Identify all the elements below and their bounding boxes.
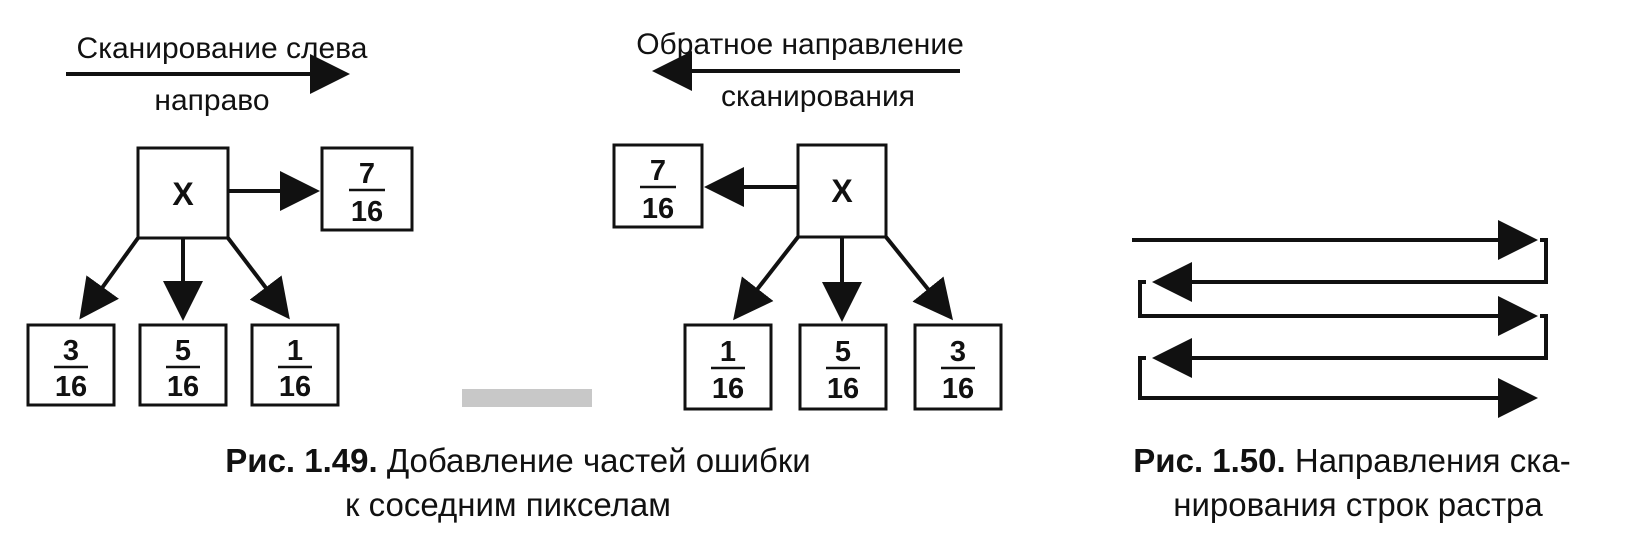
raster-row-4-arrow bbox=[1152, 314, 1548, 378]
weight-bottom-right-numerator: 1 bbox=[287, 335, 303, 367]
weight-bottom-left-numerator: 1 bbox=[720, 336, 736, 368]
figure-149-caption-number: Рис. 1.49. bbox=[225, 442, 377, 479]
scan-left-to-right-label-line2: направо bbox=[154, 84, 269, 117]
weight-left-denominator: 16 bbox=[642, 193, 674, 225]
weight-bottom-left-denominator: 16 bbox=[55, 371, 87, 403]
weight-right-denominator: 16 bbox=[351, 196, 383, 228]
figure-149-caption-line1: Рис. 1.49. Добавление частей ошибки bbox=[225, 442, 810, 479]
weight-bottom-left-denominator: 16 bbox=[712, 373, 744, 405]
weight-left-numerator: 7 bbox=[650, 155, 666, 187]
scan-left-to-right-label-line1: Сканирование слева bbox=[77, 32, 368, 65]
scan-left-to-right-group: Сканирование слева направо X 7 16 3 16 5… bbox=[26, 32, 414, 407]
figure-150-caption-text: Направления ска- bbox=[1286, 442, 1571, 479]
weight-right-numerator: 7 bbox=[359, 158, 375, 190]
figure-150-caption-line2: нирования строк растра bbox=[1173, 486, 1543, 523]
weight-bottom-right-denominator: 16 bbox=[942, 373, 974, 405]
current-pixel-symbol: X bbox=[831, 173, 853, 209]
raster-row-5-arrow bbox=[1138, 356, 1538, 418]
current-pixel-box bbox=[796, 143, 888, 239]
raster-scan-diagram bbox=[1132, 220, 1548, 418]
weight-bottom-center-denominator: 16 bbox=[827, 373, 859, 405]
weight-bottom-center-numerator: 5 bbox=[835, 336, 851, 368]
weight-bottom-center-numerator: 5 bbox=[175, 335, 191, 367]
weight-bottom-right-denominator: 16 bbox=[279, 371, 311, 403]
scan-artifact bbox=[462, 389, 592, 407]
weight-bottom-center-denominator: 16 bbox=[167, 371, 199, 403]
arrow-to-bottom-right bbox=[884, 235, 954, 321]
scan-reverse-group: Обратное направление сканирования X 7 16… bbox=[612, 28, 1003, 411]
arrow-to-bottom-left bbox=[79, 236, 140, 320]
figure-149-caption-line2: к соседним пикселам bbox=[345, 486, 671, 523]
weight-bottom-left-numerator: 3 bbox=[63, 335, 79, 367]
scan-reverse-label-line1: Обратное направление bbox=[636, 28, 964, 61]
arrow-to-bottom-right bbox=[226, 236, 290, 320]
weight-box-bottom-left bbox=[26, 323, 116, 407]
raster-row-3-arrow bbox=[1138, 280, 1538, 336]
weight-box-bottom-right bbox=[250, 323, 340, 407]
scan-reverse-label-line2: сканирования bbox=[721, 80, 915, 113]
weight-bottom-right-numerator: 3 bbox=[950, 336, 966, 368]
figure-149-caption-text: Добавление частей ошибки bbox=[378, 442, 811, 479]
figure-150-caption-line1: Рис. 1.50. Направления ска- bbox=[1133, 442, 1570, 479]
figure-150-caption-number: Рис. 1.50. bbox=[1133, 442, 1285, 479]
raster-row-2-arrow bbox=[1152, 238, 1548, 302]
current-pixel-symbol: X bbox=[172, 176, 194, 212]
arrow-to-bottom-left bbox=[733, 235, 800, 321]
weight-box-bottom-center bbox=[138, 323, 228, 407]
